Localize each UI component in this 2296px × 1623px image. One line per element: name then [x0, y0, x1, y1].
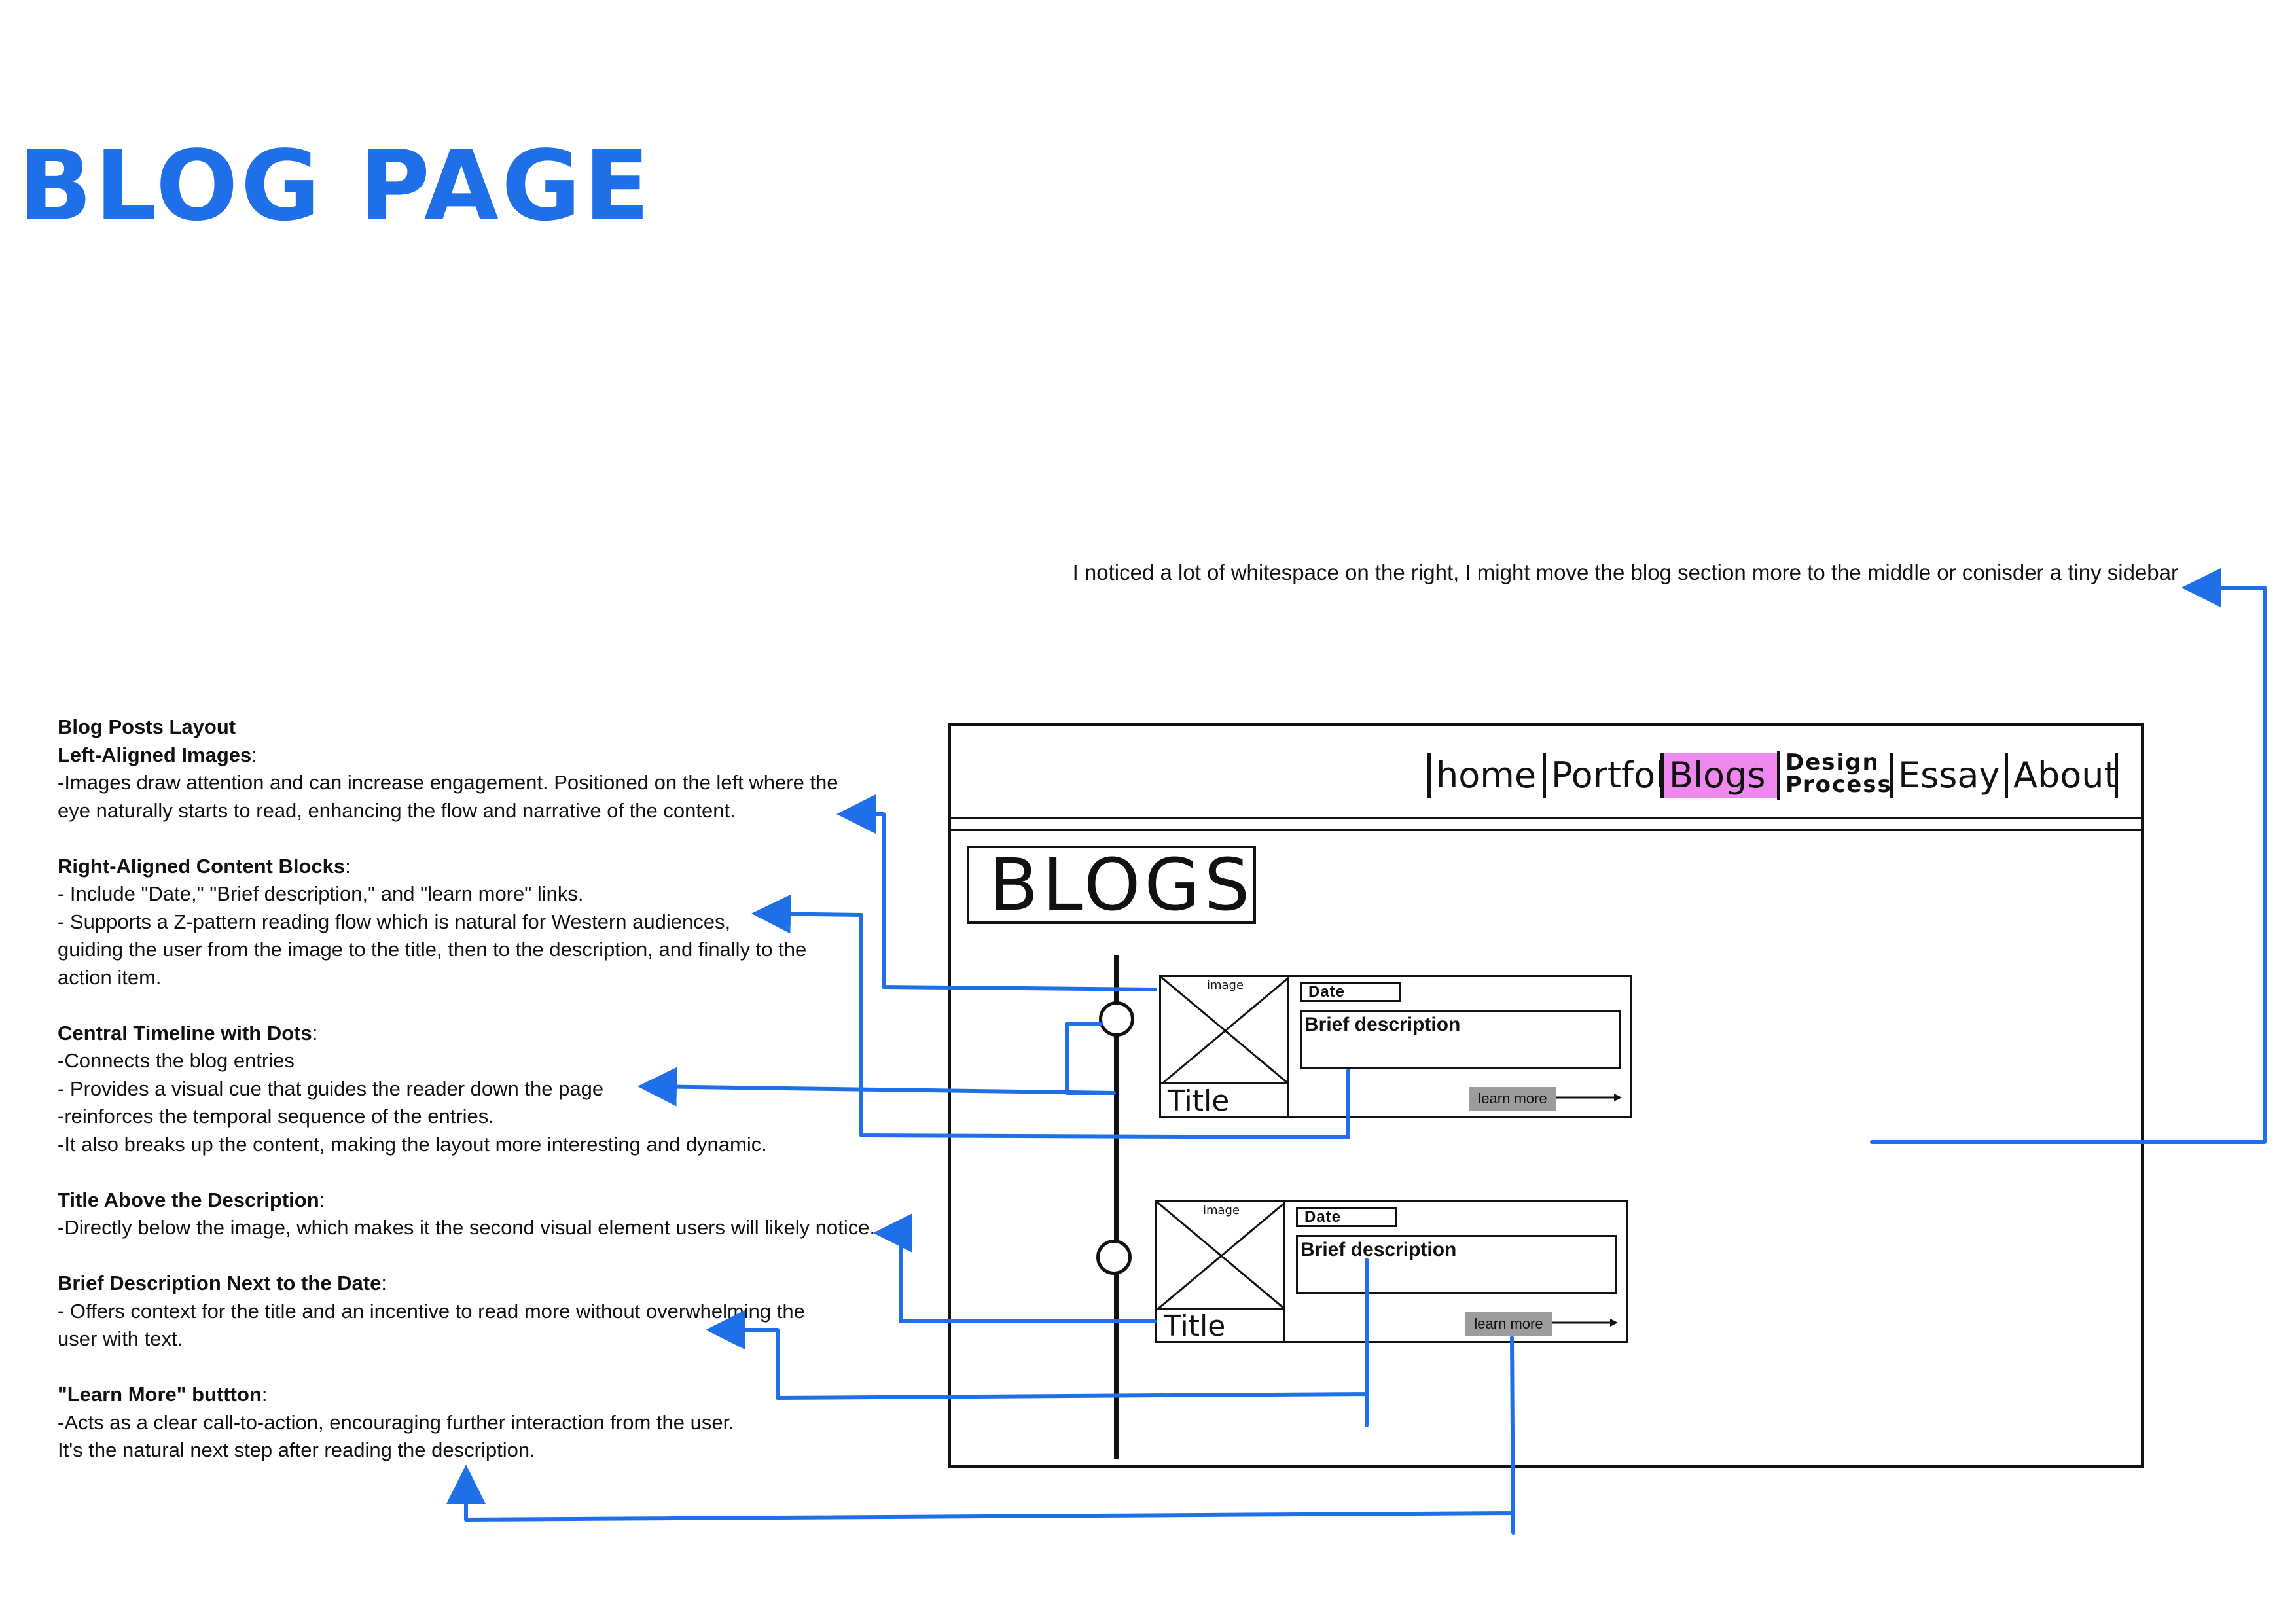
connector-left-images: [836, 794, 1157, 991]
connector-learn-more: [446, 1336, 1515, 1535]
note-heading: Title Above the Description: [58, 1188, 319, 1211]
connector-title: [873, 1213, 1157, 1323]
card-date: Date: [1300, 982, 1401, 1002]
note-line: - Include "Date," "Brief description," a…: [58, 882, 584, 905]
note-heading: Central Timeline with Dots: [58, 1021, 312, 1044]
note-brief-description: Brief Description Next to the Date: - Of…: [58, 1270, 908, 1353]
header-divider-top: [951, 817, 2141, 819]
note-line: action item.: [58, 965, 162, 989]
nav-blogs[interactable]: Blogs: [1660, 753, 1780, 798]
nav-home[interactable]: home: [1427, 753, 1536, 798]
image-placeholder-icon: [1161, 977, 1289, 1084]
image-label: image: [1206, 978, 1244, 992]
note-line: - Offers context for the title and an in…: [58, 1299, 805, 1323]
timeline-line: [1114, 955, 1119, 1459]
connector-whitespace-note: [1870, 568, 2267, 1144]
note-line: user with text.: [58, 1327, 183, 1350]
image-label: image: [1202, 1204, 1240, 1217]
timeline-dot: [1099, 1001, 1134, 1037]
note-line: -Connects the blog entries: [58, 1049, 295, 1072]
note-title-above-description: Title Above the Description: -Directly b…: [58, 1186, 908, 1242]
note-line: It's the natural next step after reading…: [58, 1438, 535, 1461]
note-line: -reinforces the temporal sequence of the…: [58, 1105, 494, 1128]
note-heading: Brief Description Next to the Date: [58, 1272, 382, 1294]
note-learn-more: "Learn More" buttton: -Acts as a clear c…: [58, 1381, 908, 1465]
note-central-timeline: Central Timeline with Dots: -Connects th…: [58, 1020, 908, 1159]
arrow-right-icon: [1552, 1319, 1618, 1327]
nav-about[interactable]: About: [2005, 753, 2118, 798]
image-placeholder: image: [1161, 977, 1289, 1084]
note-line: - Provides a visual cue that guides the …: [58, 1077, 604, 1100]
note-heading: Left-Aligned Images: [58, 743, 252, 766]
note-line: -Acts as a clear call-to-action, encoura…: [58, 1410, 734, 1434]
connector-right-content: [751, 894, 1350, 1139]
connector-description: [706, 1258, 1369, 1427]
nav-process-line: Process: [1785, 772, 1892, 798]
blog-card: image Title Date Brief description learn…: [1155, 1200, 1628, 1343]
blog-card: image Title Date Brief description learn…: [1159, 975, 1632, 1118]
arrow-right-icon: [1556, 1094, 1622, 1101]
note-right-aligned-content: Right-Aligned Content Blocks: - Include …: [58, 853, 908, 992]
nav-design-line: Design: [1785, 749, 1880, 776]
image-placeholder-icon: [1157, 1202, 1285, 1310]
connector-timeline-arrow: [637, 1067, 1116, 1107]
annotation-notes: Blog Posts Layout Left-Aligned Images: -…: [58, 713, 908, 1492]
note-line: guiding the user from the image to the t…: [58, 938, 807, 961]
note-line: eye naturally starts to read, enhancing …: [58, 798, 736, 822]
card-description: Brief description: [1300, 1010, 1621, 1069]
learn-more-button[interactable]: learn more: [1469, 1087, 1556, 1111]
note-line: -Directly below the image, which makes i…: [58, 1216, 876, 1239]
note-line: - Supports a Z-pattern reading flow whic…: [58, 910, 731, 933]
image-placeholder: image: [1157, 1202, 1285, 1310]
note-heading: Right-Aligned Content Blocks: [58, 854, 346, 878]
nav-design-process[interactable]: Design Process: [1777, 751, 1892, 800]
note-line: -It also breaks up the content, making t…: [58, 1132, 767, 1156]
card-title: Title: [1157, 1310, 1285, 1343]
nav-essay[interactable]: Essay: [1890, 753, 2000, 798]
note-heading: "Learn More" buttton: [58, 1383, 262, 1406]
page-title: BLOG PAGE: [18, 130, 653, 242]
blog-wireframe: home Portfolio Blogs Design Process Essa…: [948, 723, 2144, 1468]
card-title: Title: [1161, 1084, 1289, 1118]
notes-heading-layout: Blog Posts Layout: [58, 715, 236, 738]
header-divider-bottom: [951, 829, 2141, 831]
connector-timeline: [1065, 1022, 1116, 1095]
card-description: Brief description: [1296, 1235, 1617, 1294]
blogs-heading: BLOGS: [967, 846, 1256, 924]
card-date: Date: [1296, 1207, 1397, 1227]
nav-end-separator: [2115, 753, 2119, 798]
timeline-dot: [1096, 1240, 1132, 1275]
note-line: -Images draw attention and can increase …: [58, 771, 838, 794]
learn-more-button[interactable]: learn more: [1465, 1312, 1552, 1336]
whitespace-note: I noticed a lot of whitespace on the rig…: [1072, 560, 2178, 584]
note-left-aligned-images: Left-Aligned Images: -Images draw attent…: [58, 741, 908, 825]
